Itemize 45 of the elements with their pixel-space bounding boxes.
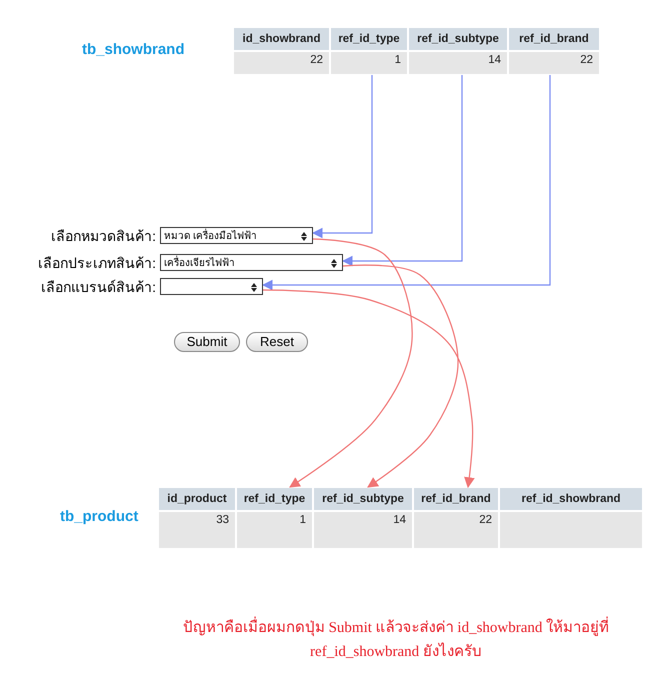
arrow (263, 289, 475, 488)
table-cell: 22 (234, 52, 329, 74)
column-header: ref_id_brand (509, 28, 599, 50)
column-header: ref_id_type (237, 488, 312, 510)
table-cell: 14 (314, 512, 412, 548)
table-column (313, 487, 413, 549)
form-button: Submit (174, 332, 240, 352)
form-button: Reset (246, 332, 308, 352)
table-name: tb_product (60, 508, 138, 525)
table-column (233, 27, 330, 75)
field-label: เลือกแบรนด์สินค้า: (41, 278, 156, 297)
column-header: id_showbrand (234, 28, 329, 50)
column-header: id_product (159, 488, 235, 510)
column-header: ref_id_brand (414, 488, 498, 510)
arrow (342, 75, 463, 266)
dropdown-select (160, 278, 263, 295)
table-cell: 22 (509, 52, 599, 74)
arrow (262, 75, 551, 290)
column-header: ref_id_subtype (409, 28, 507, 50)
table-cell: 22 (414, 512, 498, 548)
database-table (60, 487, 643, 549)
table-column (330, 27, 408, 75)
table-column (408, 27, 508, 75)
dropdown-select: เครื่องเจียรไฟฟ้า (160, 254, 343, 271)
table-column (413, 487, 499, 549)
column-header: ref_id_subtype (314, 488, 412, 510)
table-column (499, 487, 643, 549)
table-cell: 1 (331, 52, 407, 74)
database-table (82, 27, 600, 75)
arrow (312, 75, 373, 238)
table-column (236, 487, 313, 549)
column-header: ref_id_showbrand (500, 488, 642, 510)
table-cell: 1 (237, 512, 312, 548)
table-column (158, 487, 236, 549)
column-header: ref_id_type (331, 28, 407, 50)
arrow (342, 264, 459, 488)
table-cell: 33 (159, 512, 235, 548)
field-label: เลือกประเภทสินค้า: (38, 254, 156, 273)
dropdown-select: หมวด เครื่องมือไฟฟ้า (160, 227, 313, 244)
table-column (508, 27, 600, 75)
arrow (289, 238, 413, 488)
table-cell: 14 (409, 52, 507, 74)
field-label: เลือกหมวดสินค้า: (51, 227, 156, 246)
table-name: tb_showbrand (82, 41, 185, 58)
question-text: ปัญหาคือเมื่อผมกดปุ่ม Submit แล้วจะส่งค่า id_showbrand ให้มาอยู่ที่ ref_id_showbrand ยังไงครับ (180, 616, 612, 664)
